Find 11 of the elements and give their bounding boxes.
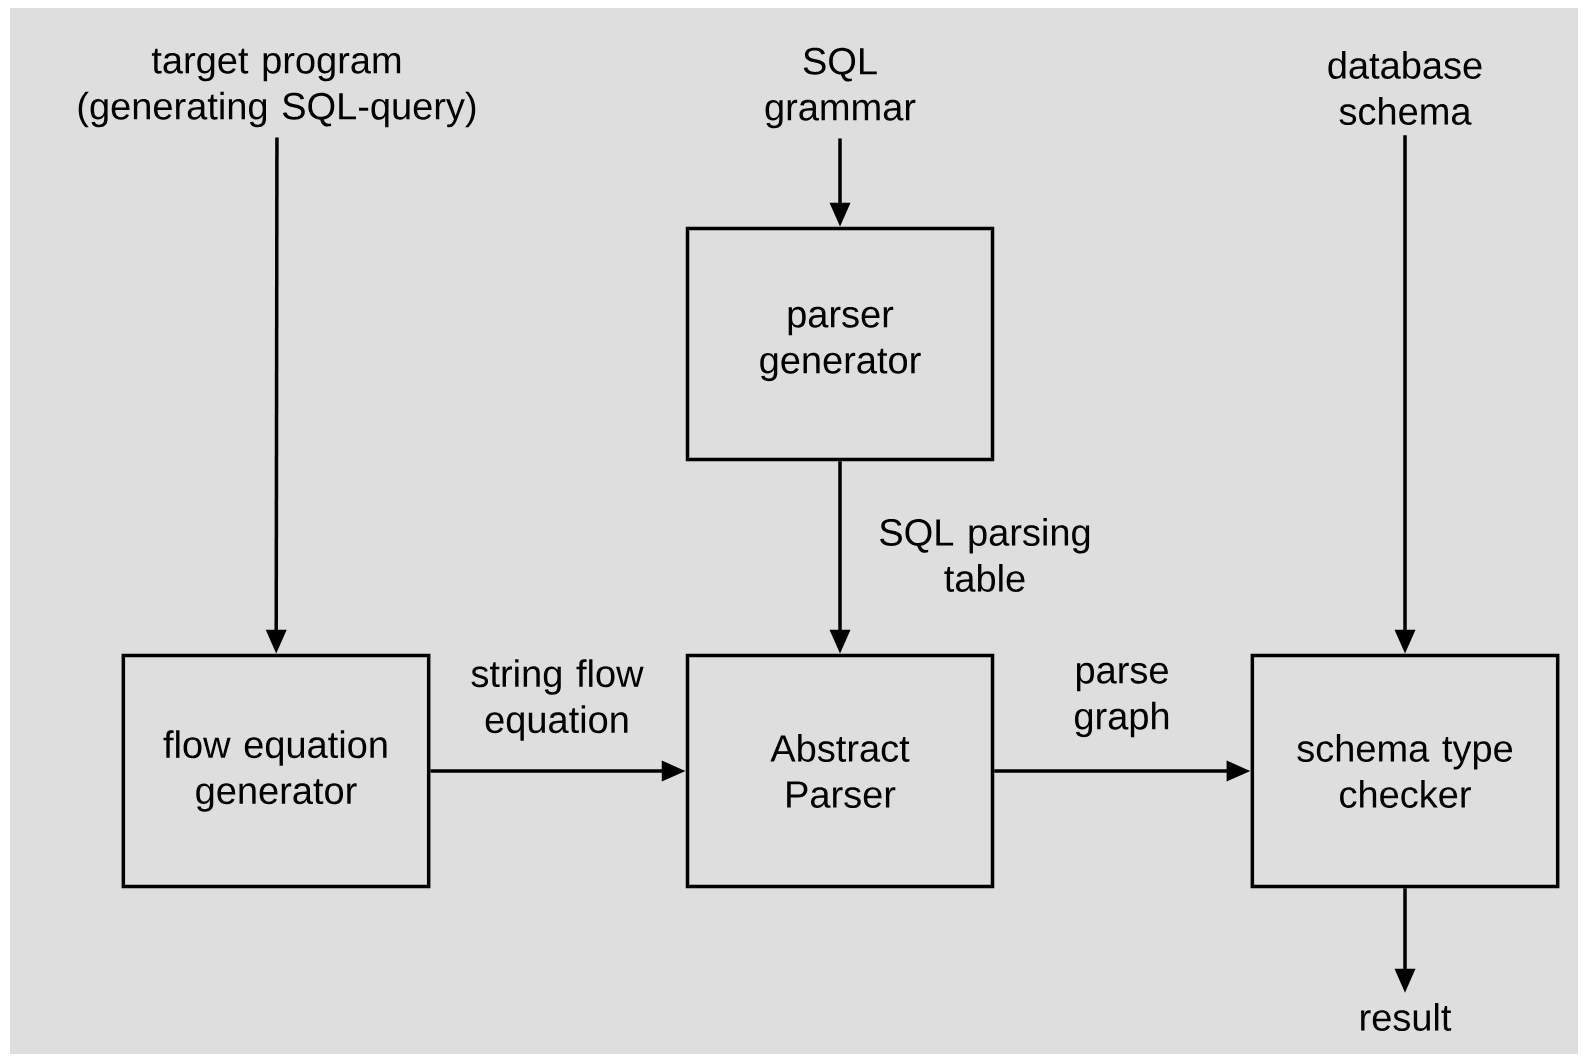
input-label: database schema: [1328, 51, 1482, 125]
process-box: schema type checker: [1250, 653, 1560, 889]
process-box: Abstract Parser: [685, 653, 995, 889]
input-label: SQL grammar: [765, 47, 916, 129]
process-box: flow equation generator: [121, 653, 431, 889]
edge-label: parse graph: [1075, 662, 1169, 738]
edge-label: SQL parsing table: [880, 518, 1090, 592]
edge-label: string flow equation: [471, 659, 644, 741]
input-label: target program (generating SQL-query): [78, 48, 476, 128]
process-box: parser generator: [685, 226, 995, 462]
input-label: result: [1361, 1003, 1452, 1031]
